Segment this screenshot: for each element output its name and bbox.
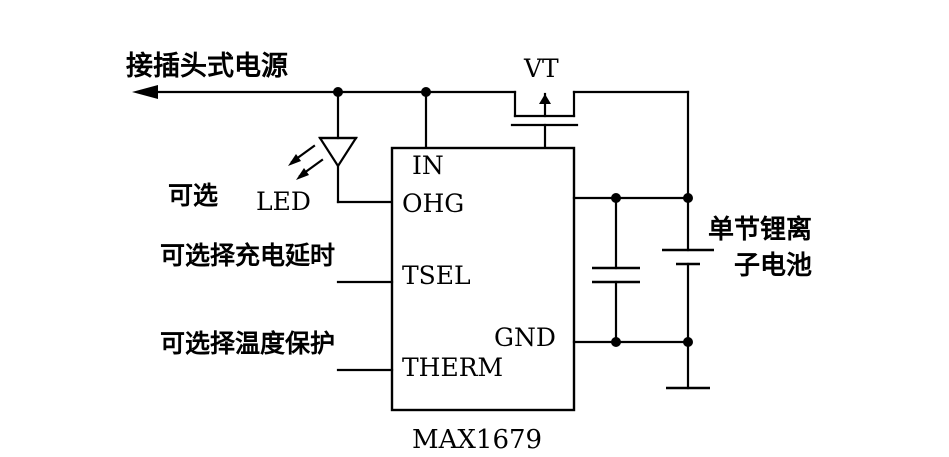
pin-tsel: TSEL <box>402 261 471 290</box>
label-optional-charge-delay: 可选择充电延时 <box>160 241 335 270</box>
pin-therm: THERM <box>402 353 503 382</box>
pin-in: IN <box>412 151 444 180</box>
label-chip-name: MAX1679 <box>412 425 542 455</box>
label-battery-line1: 单节锂离 <box>708 214 812 245</box>
label-optional: 可选 <box>168 181 218 210</box>
capacitor <box>592 196 640 344</box>
led-light-arrows <box>288 144 324 180</box>
power-rail <box>132 85 517 99</box>
label-plug-power: 接插头式电源 <box>126 51 288 82</box>
label-optional-temp-protect: 可选择温度保护 <box>160 329 335 358</box>
output-arrow <box>132 85 158 99</box>
output-wiring <box>572 193 693 347</box>
battery-cell <box>662 248 714 390</box>
label-battery-line2: 子电池 <box>734 251 812 281</box>
pin-gnd: GND <box>494 323 556 352</box>
label-transistor: VT <box>523 54 559 83</box>
led-diode <box>317 90 394 204</box>
pin-ohg: OHG <box>402 189 464 218</box>
mosfet-vt <box>510 90 690 150</box>
ic-max1679 <box>390 146 576 412</box>
label-led: LED <box>256 187 311 216</box>
junction-dot <box>683 193 693 203</box>
